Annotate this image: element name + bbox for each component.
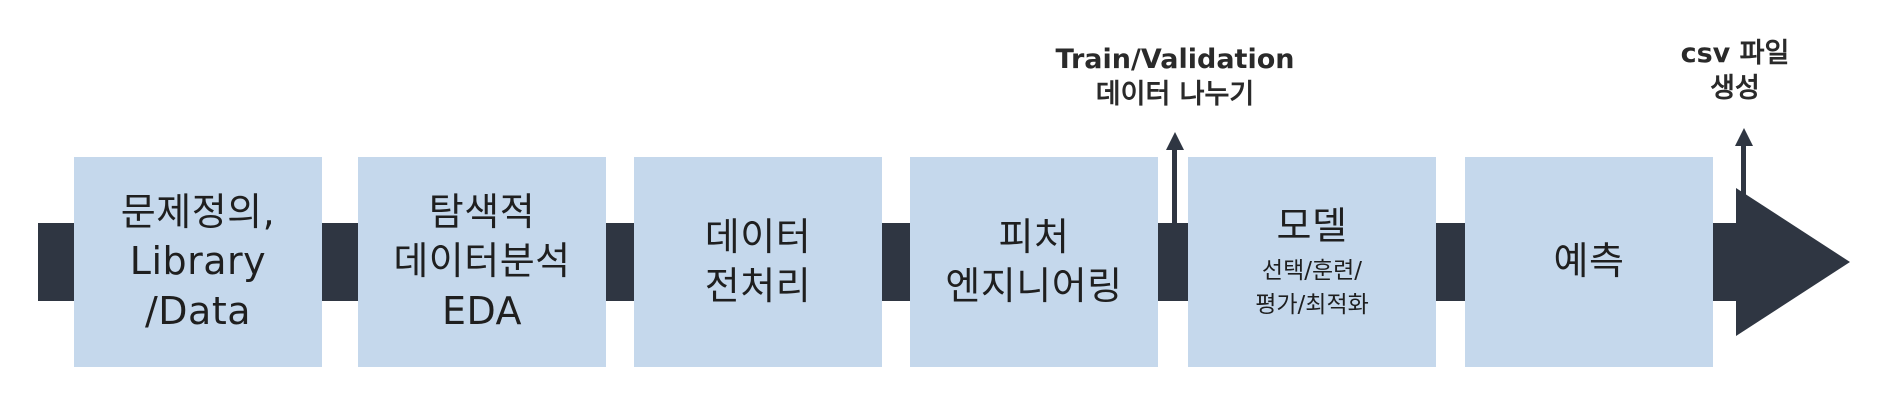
step-title: 피처 엔지니어링 (945, 214, 1123, 308)
step-prediction: 예측 (1465, 157, 1713, 367)
split-arrow-shaft (1172, 148, 1177, 226)
csv-arrow-shaft (1741, 144, 1746, 226)
step-title: 문제정의, Library /Data (120, 189, 276, 333)
annotation-csv-output: csv 파일 생성 (1680, 38, 1790, 105)
split-arrow-up-icon (1166, 132, 1184, 150)
timeline-arrow-head (1736, 188, 1850, 336)
csv-arrow-up-icon (1735, 128, 1753, 146)
step-title: 데이터 전처리 (704, 214, 812, 308)
step-title: 탐색적 데이터분석 EDA (393, 189, 571, 333)
step-subtitle: 선택/훈련/ 평가/최적화 (1255, 258, 1369, 318)
step-model: 모델 선택/훈련/ 평가/최적화 (1188, 157, 1436, 367)
step-title: 예측 (1553, 239, 1625, 284)
step-preprocessing: 데이터 전처리 (634, 157, 882, 367)
step-feature-engineering: 피처 엔지니어링 (910, 157, 1158, 367)
step-title: 모델 (1276, 203, 1348, 248)
annotation-train-validation-split: Train/Validation 데이터 나누기 (1055, 44, 1295, 111)
step-problem-definition: 문제정의, Library /Data (74, 157, 322, 367)
step-eda: 탐색적 데이터분석 EDA (358, 157, 606, 367)
